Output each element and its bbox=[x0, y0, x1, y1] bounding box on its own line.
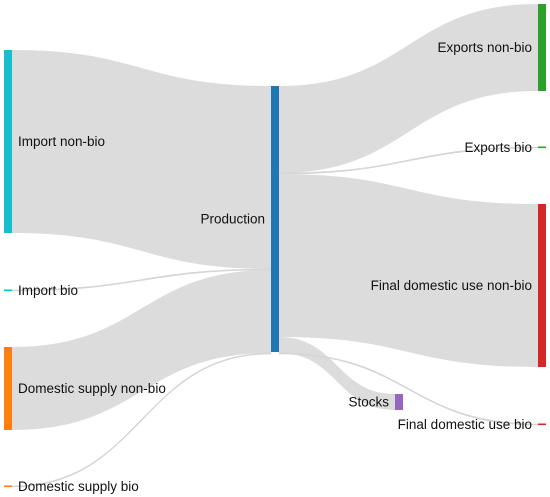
label-import-bio: Import bio bbox=[18, 283, 78, 298]
links-layer bbox=[11, 4, 539, 488]
node-domestic-nonbio bbox=[4, 347, 12, 430]
node-final-bio bbox=[538, 423, 546, 426]
node-import-bio bbox=[4, 289, 12, 292]
node-exports-bio bbox=[538, 146, 546, 149]
label-production: Production bbox=[200, 212, 265, 227]
label-final-nonbio: Final domestic use non-bio bbox=[371, 278, 532, 293]
node-final-nonbio bbox=[538, 204, 546, 367]
label-final-bio: Final domestic use bio bbox=[398, 417, 532, 432]
node-production bbox=[271, 86, 279, 352]
link-production-to-exports_nonbio bbox=[279, 4, 538, 173]
node-stocks bbox=[395, 394, 403, 410]
label-import-nonbio: Import non-bio bbox=[18, 134, 105, 149]
label-domestic-bio: Domestic supply bio bbox=[18, 479, 139, 494]
link-domestic_nonbio-to-production bbox=[12, 270, 271, 430]
link-import_nonbio-to-production bbox=[12, 50, 271, 269]
label-domestic-nonbio: Domestic supply non-bio bbox=[18, 381, 166, 396]
label-stocks: Stocks bbox=[348, 395, 389, 410]
label-exports-nonbio: Exports non-bio bbox=[437, 40, 532, 55]
link-domestic_bio-to-production bbox=[11, 352, 272, 488]
node-import-nonbio bbox=[4, 50, 12, 233]
link-production-to-final_nonbio bbox=[279, 174, 538, 367]
label-exports-bio: Exports bio bbox=[464, 140, 532, 155]
node-domestic-bio bbox=[4, 485, 12, 488]
node-exports-nonbio bbox=[538, 4, 546, 91]
nodes-layer bbox=[4, 4, 546, 488]
